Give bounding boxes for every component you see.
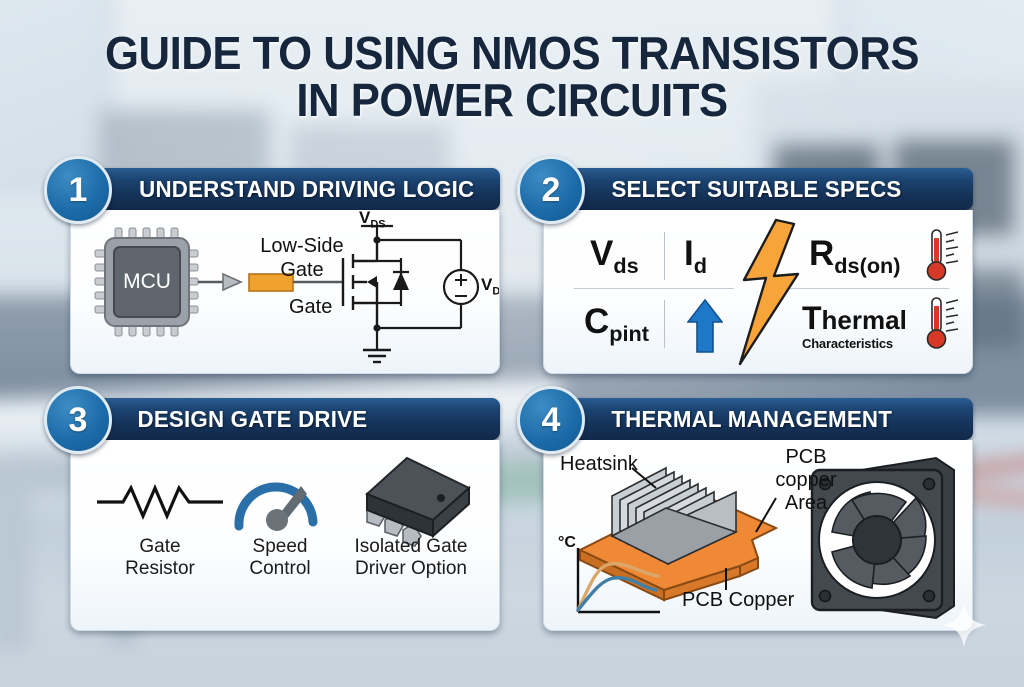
heatsink-fins: [610, 466, 739, 566]
panel-understand-driving-logic: 1 UNDERSTAND DRIVING LOGIC MCU: [44, 156, 500, 374]
heatsink-leader: [631, 467, 657, 489]
mcu-label: MCU: [123, 270, 171, 293]
panel-4-header: 4 THERMAL MANAGEMENT: [517, 386, 973, 454]
speed-control-label: Speed Control: [249, 536, 311, 579]
pcb-copper-area-leader: [755, 497, 777, 533]
cooling-fan-icon: [810, 456, 955, 620]
pcb-copper-label: PCB Copper: [682, 589, 795, 611]
panel-2-header: 2 SELECT SUITABLE SPECS: [517, 156, 973, 224]
thermometer-icon: [926, 297, 959, 349]
page-title-line-1: GUIDE TO USING NMOS TRANSISTORS: [104, 27, 920, 79]
panel-3-body: Gate Resistor Speed Control Isolat: [70, 440, 500, 631]
ic-chip-icon: [365, 456, 471, 547]
temperature-axis-label: °C: [558, 534, 576, 551]
ic-side: [432, 485, 470, 539]
spec-divider-v-bottomleft: [664, 300, 665, 348]
spec-divider-h-left: [574, 288, 734, 289]
panel-4-number-badge: 4: [517, 386, 585, 454]
panel-3-title: DESIGN GATE DRIVE: [137, 405, 368, 432]
panel-3-number-badge: 3: [44, 386, 112, 454]
thermometer-icon: [926, 229, 959, 281]
panel-2-title: SELECT SUITABLE SPECS: [611, 175, 902, 202]
panel-thermal-management: 4 THERMAL MANAGEMENT: [517, 386, 973, 631]
panel-1-title: UNDERSTAND DRIVING LOGIC: [139, 175, 475, 202]
mcu-die: [113, 246, 181, 318]
ground-symbol: [363, 348, 391, 364]
background-bench-leg-1: [0, 460, 30, 650]
panel-1-header: 1 UNDERSTAND DRIVING LOGIC: [44, 156, 500, 224]
spec-rdson: Rds(on): [809, 234, 901, 278]
sparkle-icon: [942, 603, 986, 647]
spec-thermal-subtitle: Characteristics: [802, 336, 893, 351]
panel-design-gate-drive: 3 DESIGN GATE DRIVE Gate Resistor Speed …: [44, 386, 500, 631]
page-title: GUIDE TO USING NMOS TRANSISTORS IN POWER…: [26, 30, 999, 124]
panel-4-title: THERMAL MANAGEMENT: [611, 405, 893, 432]
gate-label: Gate: [289, 296, 333, 318]
vdc-label: VDC: [481, 275, 500, 298]
vds-label: VDS: [359, 210, 386, 231]
heatsink-label: Heatsink: [560, 453, 638, 475]
mosfet-arrow: [367, 276, 377, 288]
panel-1-number-badge: 1: [44, 156, 112, 224]
panel-4-body: Heatsink PCB copper Area PCB Copper °C: [543, 440, 973, 631]
ic-pin1-dot: [437, 494, 445, 502]
panel-4-diagram: [576, 456, 955, 620]
buffer-icon: [222, 272, 243, 292]
diode-triangle: [393, 272, 409, 290]
low-side-gate-label: Low-Side Gate: [260, 235, 344, 281]
panel-select-suitable-specs: 2 SELECT SUITABLE SPECS Vds Id Cpint: [517, 156, 973, 374]
panel-1-diagram: MCU: [94, 224, 480, 364]
gauge-icon: [234, 482, 318, 531]
pcb-copper-area-label: PCB copper Area: [775, 446, 837, 514]
spec-divider-h-right: [789, 288, 949, 289]
spec-cpint: Cpint: [584, 302, 650, 346]
spec-divider-v-topleft: [664, 232, 665, 280]
temperature-chart: [576, 548, 660, 614]
vdc-polarity: [455, 274, 467, 297]
page-title-line-2: IN POWER CIRCUITS: [296, 74, 728, 126]
spec-id: Id: [684, 234, 707, 278]
resistor-icon: [97, 483, 223, 521]
panel-2-body: Vds Id Cpint Rds(on): [543, 210, 973, 374]
spec-thermal: Thermal Characteristics: [802, 300, 907, 351]
panel-2-number-badge: 2: [517, 156, 585, 224]
gate-resistor-label: Gate Resistor: [125, 536, 195, 579]
spec-vds: Vds: [590, 234, 639, 278]
up-arrow-icon: [687, 298, 723, 353]
panel-1-body: MCU: [70, 210, 500, 374]
lightning-bolt-icon: [738, 218, 800, 366]
isolated-gate-driver-label: Isolated Gate Driver Option: [354, 536, 468, 579]
panel-3-header: 3 DESIGN GATE DRIVE: [44, 386, 500, 454]
